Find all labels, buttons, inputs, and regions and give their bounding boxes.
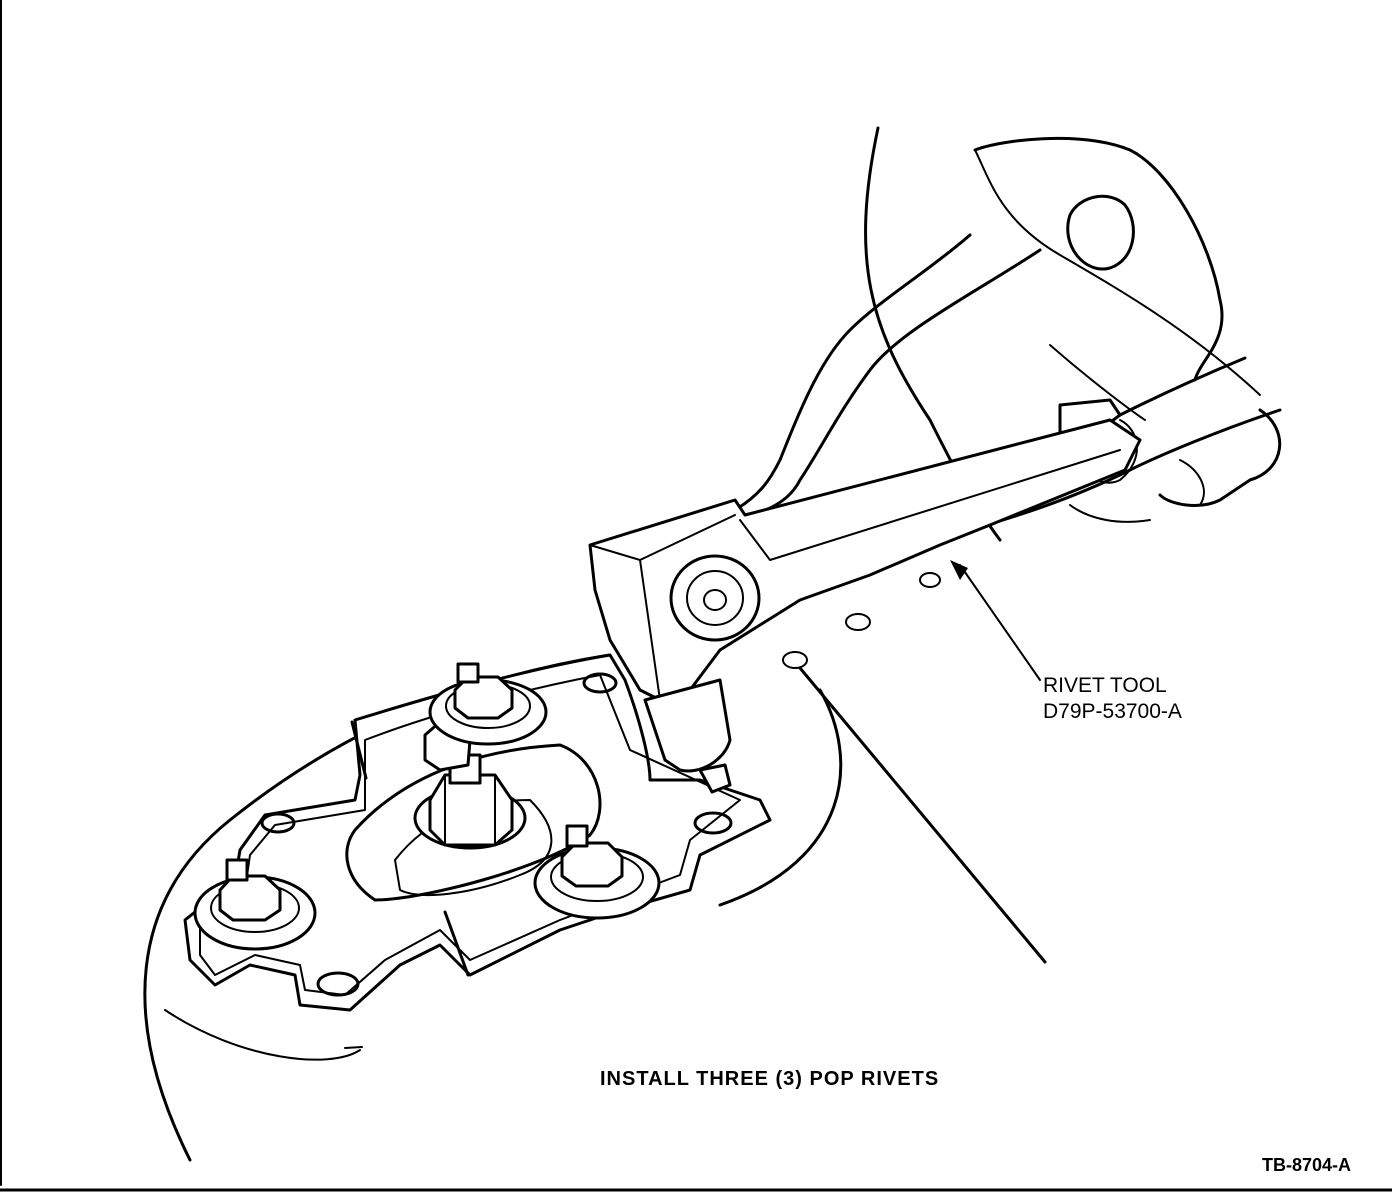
finger-line-1: [1049, 344, 1146, 421]
housing-lower-arc: [164, 1009, 361, 1061]
figure-caption: INSTALL THREE (3) POP RIVETS: [600, 1068, 940, 1090]
upper-handle-bottom-edge: [748, 248, 1042, 517]
stud-right-thread: [565, 824, 589, 848]
housing-edge-line: [798, 666, 1047, 964]
rivet-tool-tip: [698, 763, 732, 794]
housing-right-curve: [718, 688, 843, 907]
thumb-crease: [974, 149, 1261, 396]
thumbnail: [1066, 194, 1135, 271]
pivot-bolt-outer: [669, 554, 761, 642]
fingers-outline: [1158, 408, 1282, 507]
rivet-hole-left: [260, 812, 296, 834]
rivet-hole-top: [582, 672, 618, 694]
callout-line-1: RIVET TOOL: [1043, 674, 1167, 697]
leader-arrowhead: [950, 560, 968, 580]
rivet-hole-bottom: [316, 971, 360, 997]
pivot-bolt-inner: [686, 570, 744, 626]
callout-line-2: D79P-53700-A: [1043, 700, 1182, 723]
rivet-tool-head: [588, 418, 1142, 702]
rivet-tool-nozzle: [643, 678, 732, 773]
stud-left-thread: [225, 858, 249, 882]
nut-left: [218, 874, 282, 922]
upper-handle-top-edge: [733, 233, 972, 512]
stud-top-thread: [456, 662, 480, 684]
hand-upper-outline: [973, 137, 1224, 382]
figure-id: TB-8704-A: [1262, 1155, 1352, 1175]
rivet-hole-right: [693, 811, 733, 835]
nut-right: [560, 841, 624, 888]
center-nut: [428, 773, 514, 847]
rivet-tool-callout: RIVET TOOL D79P-53700-A: [1043, 673, 1182, 725]
callout-leader: [959, 564, 1041, 681]
